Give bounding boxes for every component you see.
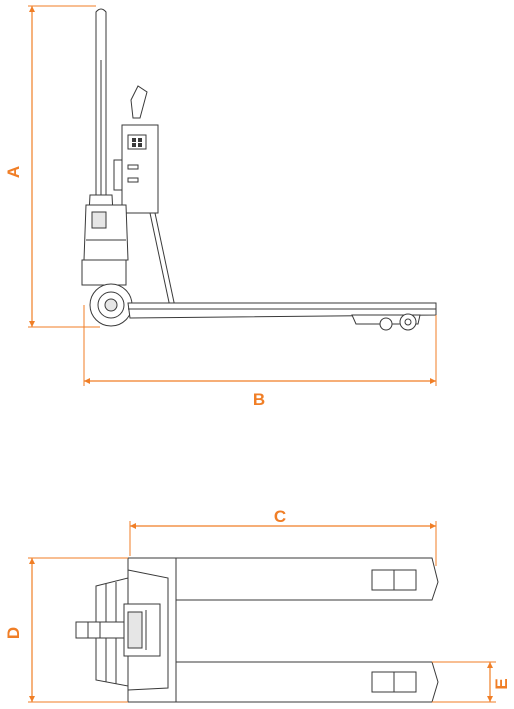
arrow-a-bottom [29,321,35,327]
arrow-e-bottom [487,696,493,702]
load-roller [379,317,393,331]
dimension-label-d: D [4,627,23,639]
arrow-e-top [487,662,493,668]
arrow-b-right [430,378,436,384]
arrow-c-right [430,523,436,529]
top-view [75,557,439,703]
dimension-lines [28,5,496,703]
display-arm [130,85,148,119]
dimension-label-b: B [253,390,265,409]
dimension-label-e: E [492,678,511,689]
load-roller [399,313,417,331]
arrow-d-top [29,558,35,564]
arrow-c-left [130,523,136,529]
arrow-a-top [29,6,35,12]
arrow-d-bottom [29,696,35,702]
side-view [81,8,437,331]
dimension-label-a: A [4,166,23,178]
arrow-b-left [84,378,90,384]
dimension-label-c: C [274,507,286,526]
